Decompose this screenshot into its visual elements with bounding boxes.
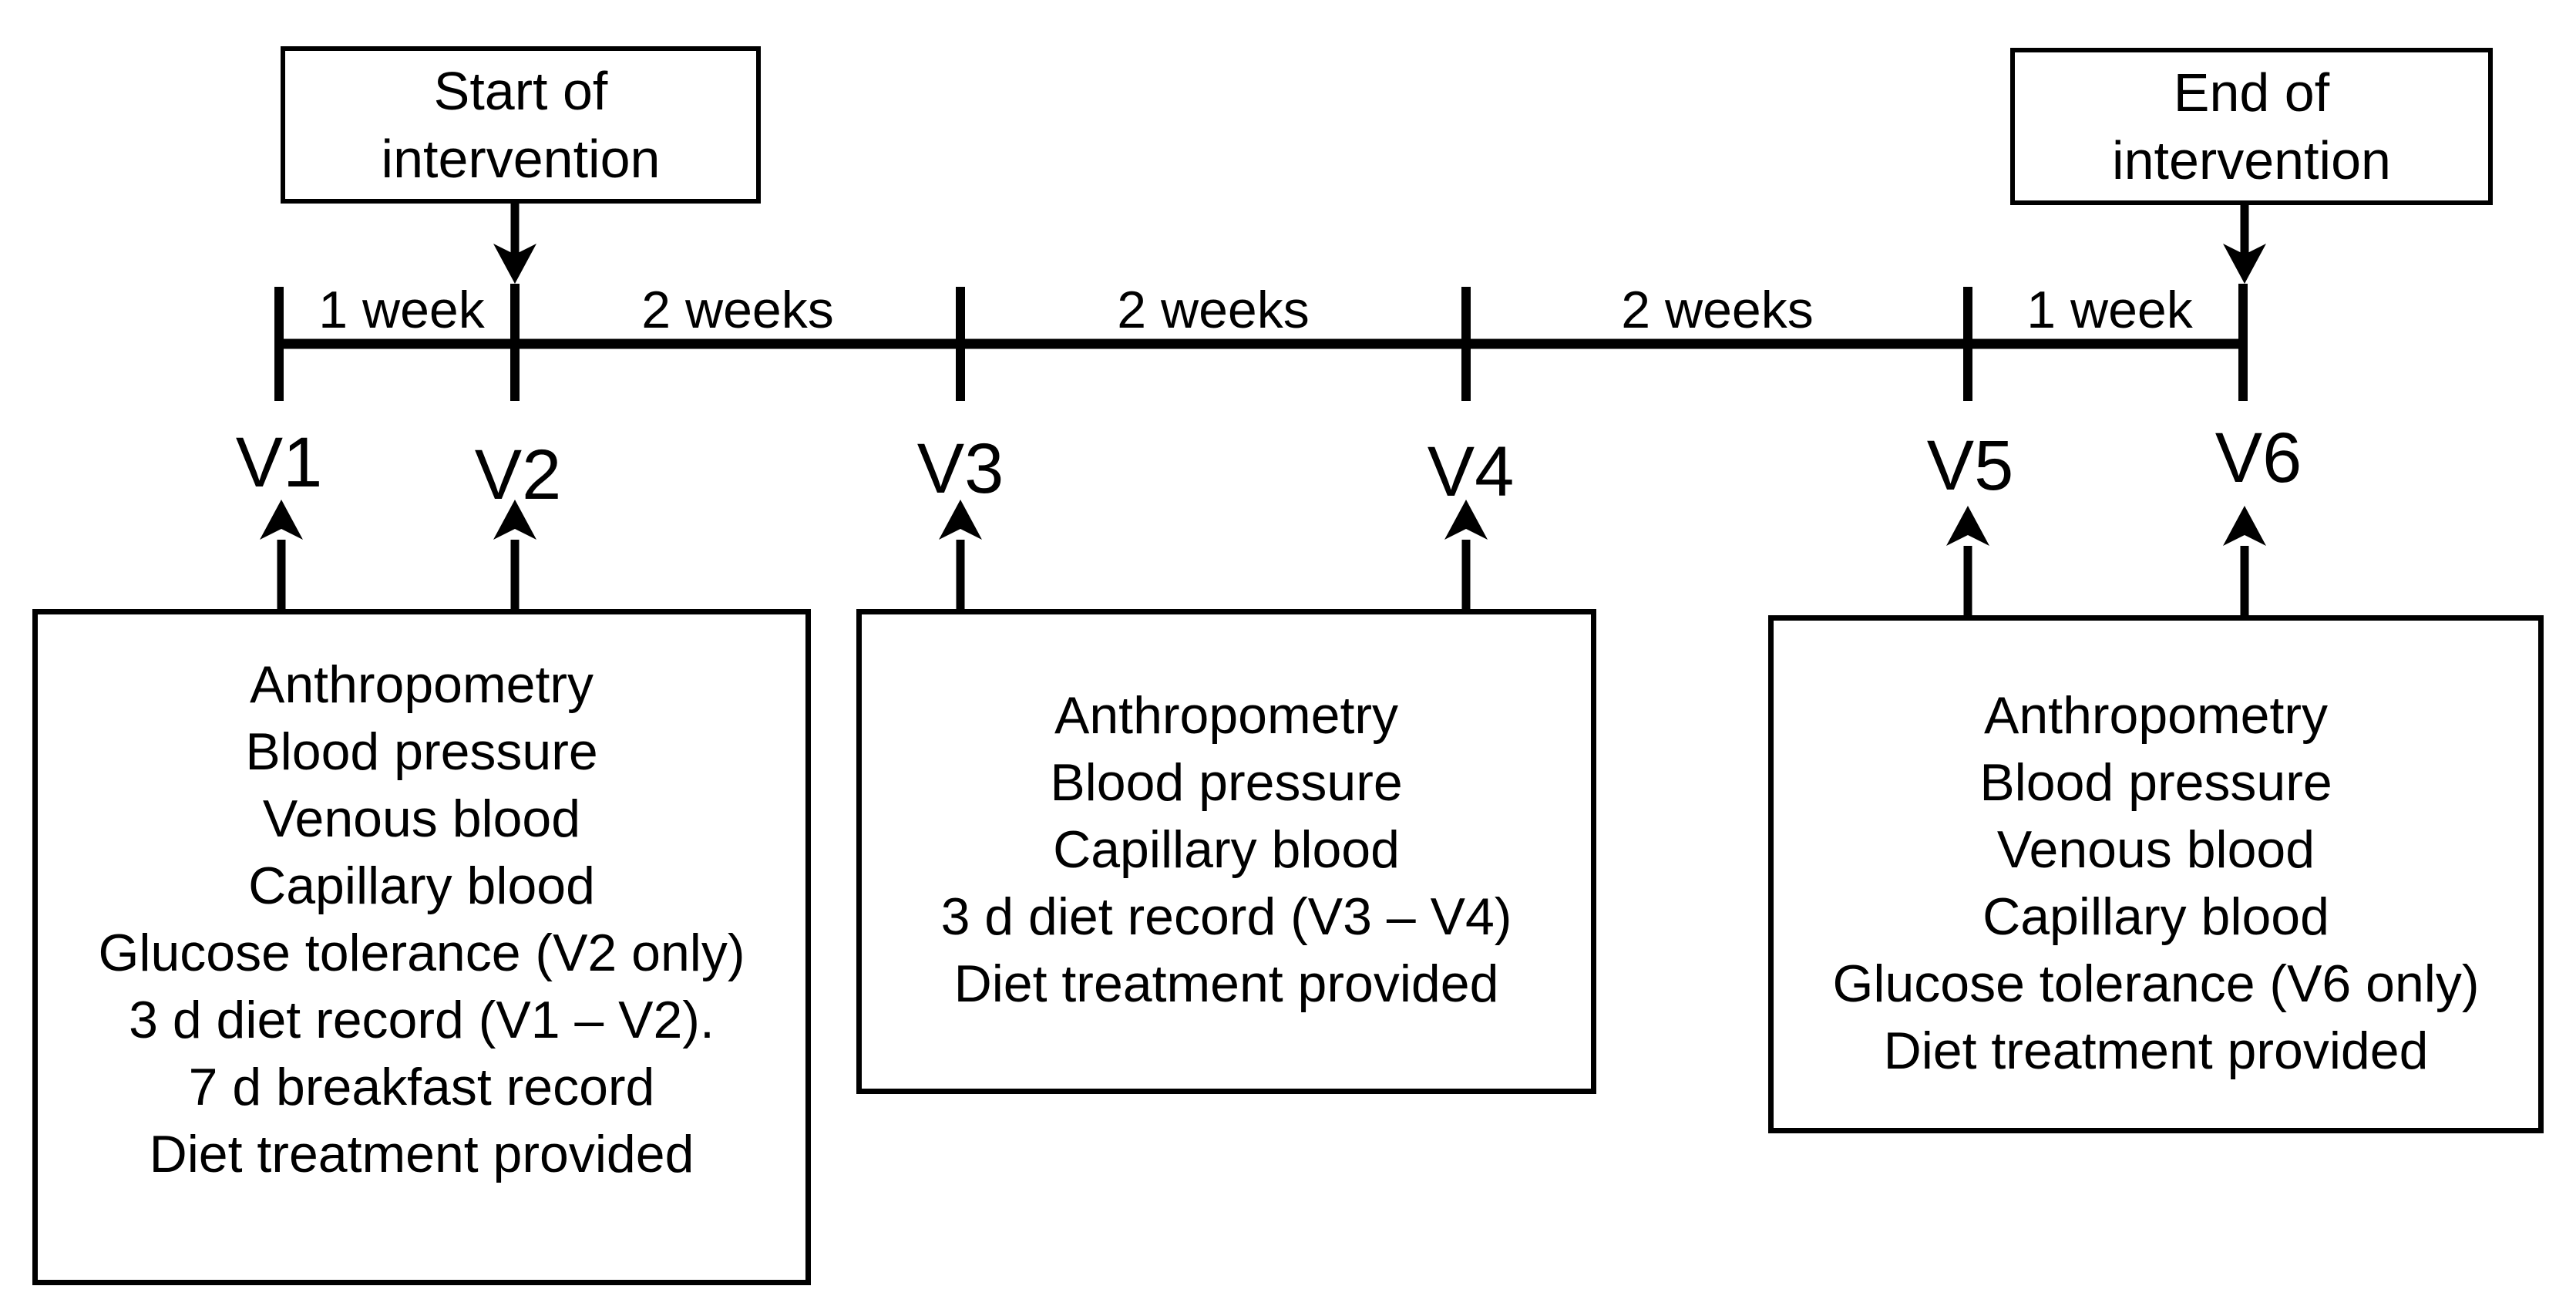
start-box-down-arrow	[493, 194, 536, 284]
end-of-intervention-label: End of intervention	[2112, 62, 2391, 190]
visit-label-v6: V6	[2214, 419, 2302, 497]
arrow-head-up-icon	[1946, 506, 1989, 546]
visit-label-v2: V2	[474, 436, 562, 514]
start-of-intervention-label: Start of intervention	[381, 61, 661, 189]
assessments-box-v5-v6: Anthropometry Blood pressure Venous bloo…	[1768, 615, 2544, 1133]
arrow-head-up-icon	[2223, 506, 2266, 546]
visit-label-v3: V3	[916, 429, 1004, 508]
assessment-item: Glucose tolerance (V6 only)	[1832, 954, 2480, 1013]
assessment-item: Capillary blood	[1982, 887, 2329, 946]
up-arrow-v3	[939, 500, 982, 609]
assessment-item: Venous blood	[262, 789, 581, 848]
assessment-item: Blood pressure	[1050, 753, 1403, 812]
arrow-head-up-icon	[1444, 500, 1488, 540]
assessments-box-v3-v4: Anthropometry Blood pressure Capillary b…	[856, 609, 1596, 1094]
assessments-box-v1-v2: Anthropometry Blood pressure Venous bloo…	[32, 609, 811, 1285]
assessment-item: Anthropometry	[250, 655, 594, 714]
assessment-item: Anthropometry	[1984, 686, 2328, 745]
up-arrow-v2	[493, 500, 536, 609]
assessment-item: 3 d diet record (V3 – V4)	[940, 887, 1512, 946]
assessment-item: Blood pressure	[1979, 753, 2332, 812]
visit-label-v5: V5	[1926, 426, 2014, 505]
interval-label-3: 2 weeks	[1117, 281, 1310, 339]
arrow-head-up-icon	[493, 500, 536, 540]
assessment-item: Glucose tolerance (V2 only)	[98, 924, 745, 982]
interval-label-4: 2 weeks	[1621, 281, 1814, 339]
assessment-item: 7 d breakfast record	[188, 1058, 655, 1116]
up-arrow-v1	[260, 500, 303, 609]
visit-label-v1: V1	[235, 423, 323, 502]
assessment-item: Venous blood	[1996, 820, 2315, 879]
arrow-head-down-icon	[2223, 244, 2266, 284]
assessment-item: 3 d diet record (V1 – V2).	[129, 991, 715, 1049]
arrow-head-up-icon	[939, 500, 982, 540]
interval-label-1: 1 week	[318, 281, 485, 339]
up-arrow-v5	[1946, 506, 1989, 615]
assessment-item: Diet treatment provided	[1883, 1022, 2429, 1080]
assessment-item: Blood pressure	[245, 722, 598, 781]
assessment-item: Capillary blood	[1053, 820, 1400, 879]
visit-label-v4: V4	[1427, 433, 1515, 511]
up-arrow-v4	[1444, 500, 1488, 609]
assessment-item: Capillary blood	[248, 857, 595, 915]
start-of-intervention-box: Start of intervention	[281, 46, 761, 204]
assessment-item: Diet treatment provided	[953, 954, 1499, 1013]
arrow-head-up-icon	[260, 500, 303, 540]
assessment-item: Diet treatment provided	[149, 1125, 694, 1183]
up-arrow-v6	[2223, 506, 2266, 615]
interval-label-5: 1 week	[2026, 281, 2193, 339]
end-box-down-arrow	[2223, 196, 2266, 284]
interval-label-2: 2 weeks	[641, 281, 834, 339]
assessment-item: Anthropometry	[1054, 686, 1398, 745]
end-of-intervention-box: End of intervention	[2010, 48, 2493, 205]
arrow-head-down-icon	[493, 244, 536, 284]
